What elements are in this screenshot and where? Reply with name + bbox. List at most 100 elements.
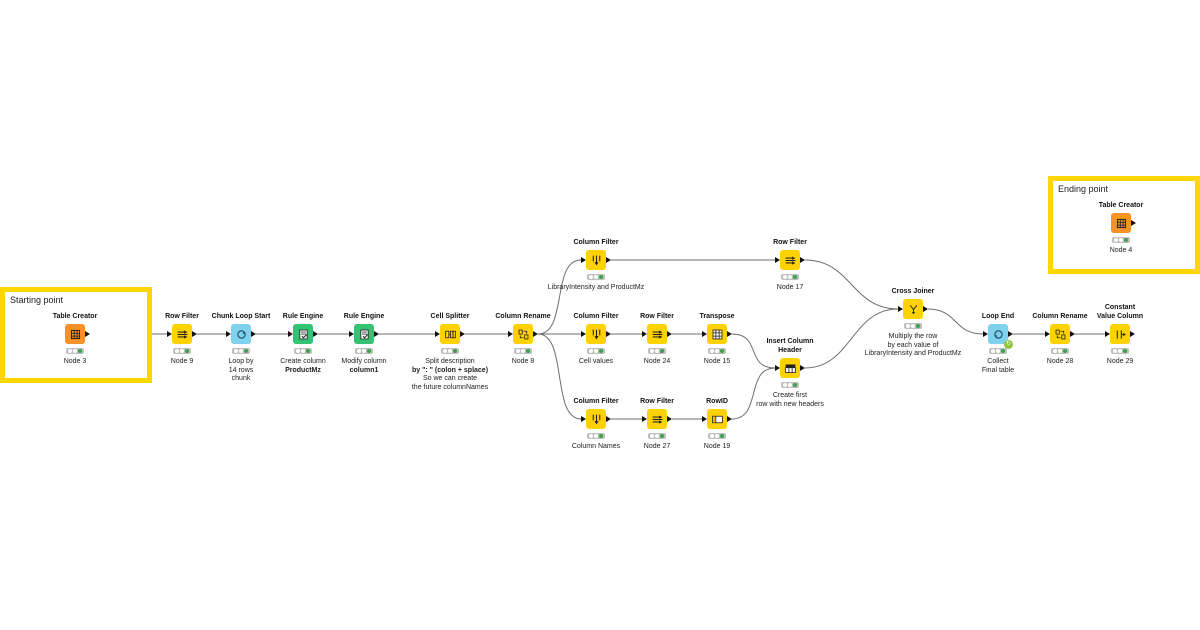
output-port[interactable] [667, 416, 672, 422]
output-port[interactable] [1008, 331, 1013, 337]
rule-engine-icon[interactable] [293, 324, 313, 344]
input-port[interactable] [702, 331, 707, 337]
input-port[interactable] [775, 257, 780, 263]
insert-header-icon[interactable] [780, 358, 800, 378]
connection-n8-ncf1[interactable] [537, 259, 582, 335]
row-filter-icon[interactable] [172, 324, 192, 344]
output-port[interactable] [606, 331, 611, 337]
input-port[interactable] [349, 331, 354, 337]
connection-n19-nich[interactable] [731, 367, 776, 420]
output-port[interactable] [800, 365, 805, 371]
output-port[interactable] [192, 331, 197, 337]
output-port[interactable] [606, 416, 611, 422]
connection-n17-ncj[interactable] [804, 259, 899, 310]
input-port[interactable] [288, 331, 293, 337]
table-creator-icon[interactable] [65, 324, 85, 344]
node-status-indicator [781, 274, 799, 280]
input-port[interactable] [581, 331, 586, 337]
node-nle[interactable]: Loop End↻Collect Final table [943, 301, 1053, 375]
output-port[interactable] [727, 331, 732, 337]
node-label: Node 29 [1065, 358, 1175, 367]
input-port[interactable] [983, 331, 988, 337]
output-port[interactable] [667, 331, 672, 337]
input-port[interactable] [581, 257, 586, 263]
row-filter-icon[interactable] [647, 409, 667, 429]
row-filter-icon[interactable] [647, 324, 667, 344]
row-filter-icon[interactable] [780, 250, 800, 270]
node-status-indicator [1051, 348, 1069, 354]
output-port[interactable] [1131, 220, 1136, 226]
input-port[interactable] [642, 416, 647, 422]
connection-ncj-nle[interactable] [927, 308, 984, 335]
output-port[interactable] [374, 331, 379, 337]
output-port[interactable] [606, 257, 611, 263]
output-port[interactable] [85, 331, 90, 337]
input-port[interactable] [435, 331, 440, 337]
connection-n8-ncf3[interactable] [537, 333, 582, 420]
column-rename-icon[interactable] [513, 324, 533, 344]
input-port[interactable] [581, 416, 586, 422]
node-status-indicator [1111, 348, 1129, 354]
output-port[interactable] [460, 331, 465, 337]
node-label: Multiply the row by each value of Librar… [858, 333, 968, 359]
input-port[interactable] [898, 306, 903, 312]
loop-end-icon[interactable] [988, 324, 1008, 344]
loop-start-icon[interactable] [231, 324, 251, 344]
output-port[interactable] [533, 331, 538, 337]
constant-value-icon[interactable] [1110, 324, 1130, 344]
node-label-text: Collect Final table [981, 358, 1015, 374]
column-filter-icon[interactable] [586, 324, 606, 344]
input-port[interactable] [642, 331, 647, 337]
input-port[interactable] [1105, 331, 1110, 337]
input-port[interactable] [167, 331, 172, 337]
input-port[interactable] [226, 331, 231, 337]
cross-joiner-icon[interactable] [903, 299, 923, 319]
input-port[interactable] [508, 331, 513, 337]
output-port[interactable] [1130, 331, 1135, 337]
column-rename-icon[interactable] [1050, 324, 1070, 344]
input-port[interactable] [775, 365, 780, 371]
node-label-text: Node 24 [643, 358, 671, 365]
table-creator-icon[interactable] [1111, 213, 1131, 233]
rowid-icon[interactable] [707, 409, 727, 429]
cell-splitter-icon[interactable] [440, 324, 460, 344]
column-filter-icon[interactable] [586, 409, 606, 429]
output-port[interactable] [800, 257, 805, 263]
transpose-icon[interactable] [707, 324, 727, 344]
rule-engine-icon[interactable] [354, 324, 374, 344]
connection-nich-ncj[interactable] [804, 308, 899, 369]
output-port[interactable] [313, 331, 318, 337]
input-port[interactable] [1045, 331, 1050, 337]
annotation-starting-point[interactable]: Starting point [0, 287, 152, 383]
output-port[interactable] [1070, 331, 1075, 337]
output-port[interactable] [251, 331, 256, 337]
connection-n15-nich[interactable] [731, 333, 776, 369]
column-filter-icon[interactable] [586, 250, 606, 270]
input-port[interactable] [702, 416, 707, 422]
output-port[interactable] [727, 416, 732, 422]
output-port[interactable] [923, 306, 928, 312]
node-status-indicator [1112, 237, 1130, 243]
